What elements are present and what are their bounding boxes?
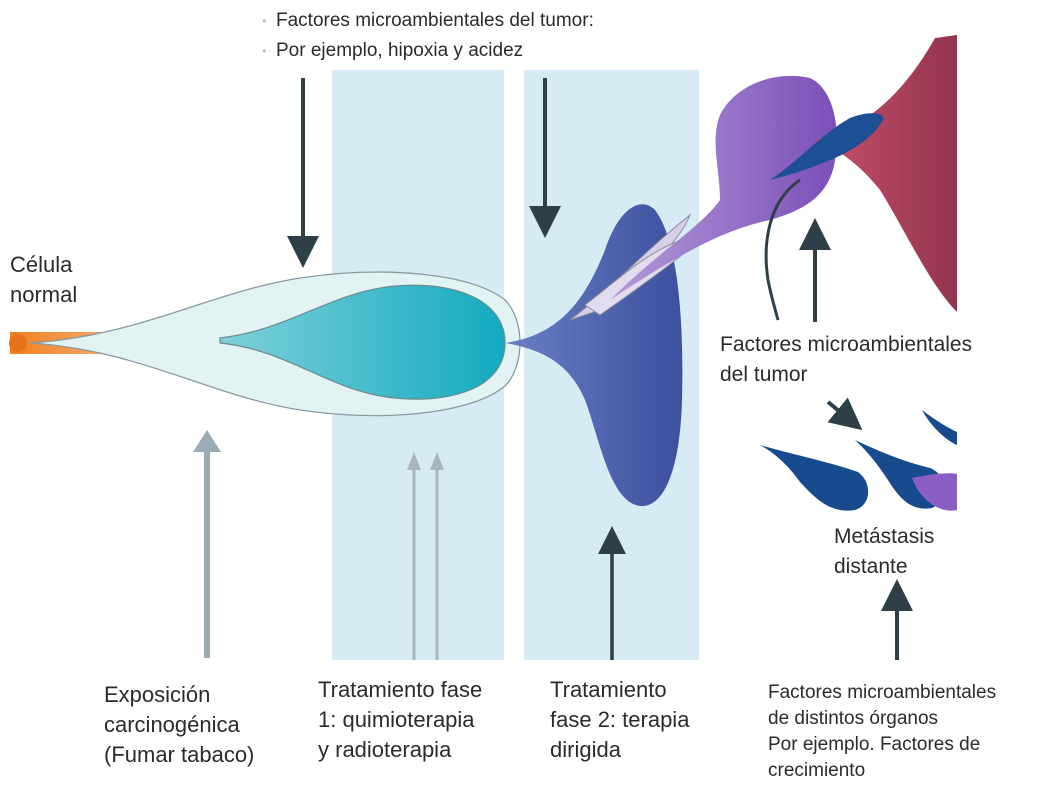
arrow-to-metastasis (828, 402, 850, 420)
organs-line2: de distintos órganos (768, 706, 996, 732)
normal-cell-line1: Célula (10, 250, 77, 280)
normal-cell-line2: normal (10, 280, 77, 310)
organs-line4: crecimiento (768, 758, 996, 784)
phase2-label: Tratamiento fase 2: terapia dirigida (550, 675, 689, 765)
metastasis-label: Metástasis distante (834, 522, 934, 582)
exposure-line3: (Fumar tabaco) (104, 740, 254, 770)
exposure-line2: carcinogénica (104, 710, 254, 740)
normal-cell-label: Célula normal (10, 250, 77, 310)
right-factors-line1: Factores microambientales (720, 330, 972, 360)
right-factors-label: Factores microambientales del tumor (720, 330, 972, 390)
invasive-clone (815, 35, 957, 312)
phase2-line3: dirigida (550, 735, 689, 765)
organs-line3: Por ejemplo. Factores de (768, 732, 996, 758)
arrow-exposure-head (193, 430, 221, 452)
top-factors-line1: Factores microambientales del tumor: (276, 10, 594, 31)
metastatic-seed-left (760, 445, 868, 511)
exposure-label: Exposición carcinogénica (Fumar tabaco) (104, 680, 254, 770)
phase2-line1: Tratamiento (550, 675, 689, 705)
phase2-line2: fase 2: terapia (550, 705, 689, 735)
metastatic-seed-top (922, 410, 957, 445)
phase1-line1: Tratamiento fase (318, 675, 482, 705)
exposure-line1: Exposición (104, 680, 254, 710)
metastasis-line1: Metástasis (834, 522, 934, 552)
organs-line1: Factores microambientales (768, 680, 996, 706)
top-factors-line2: Por ejemplo, hipoxia y acidez (276, 40, 523, 61)
metastasis-line2: distante (834, 552, 934, 582)
right-factors-line2: del tumor (720, 360, 972, 390)
bullet-dot: • (262, 6, 276, 36)
phase1-label: Tratamiento fase 1: quimioterapia y radi… (318, 675, 482, 765)
top-factors-label: •Factores microambientales del tumor: •P… (262, 6, 594, 66)
bullet-dot: • (262, 36, 276, 66)
organ-factors-label: Factores microambientales de distintos ó… (768, 680, 996, 784)
phase1-line2: 1: quimioterapia (318, 705, 482, 735)
phase1-line3: y radioterapia (318, 735, 482, 765)
normal-cell-dot (9, 334, 27, 352)
